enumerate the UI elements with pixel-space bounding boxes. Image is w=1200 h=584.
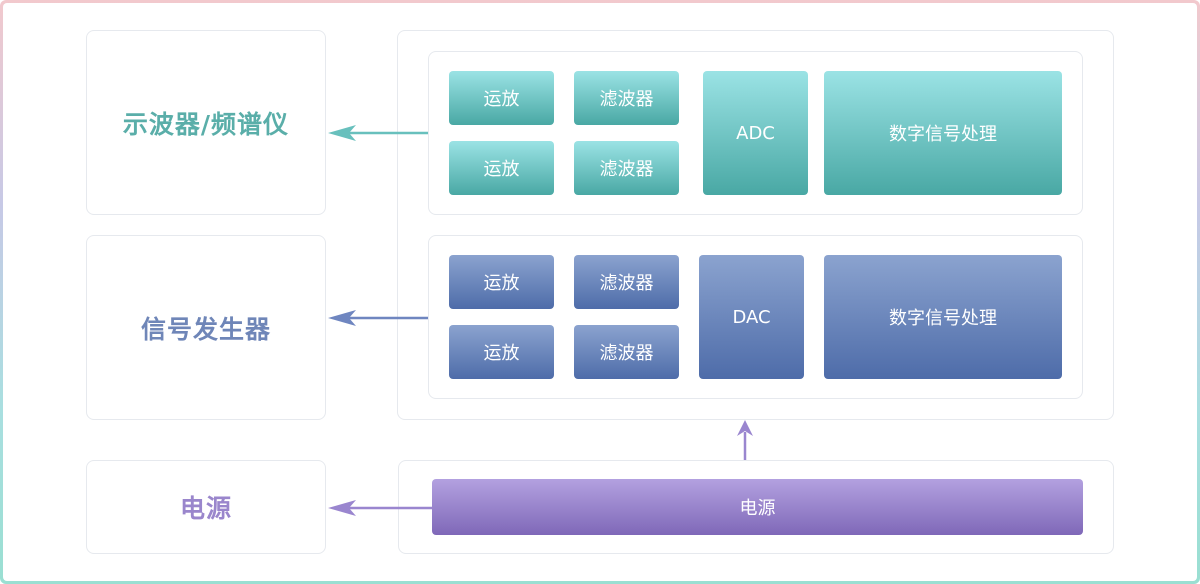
receive-amp-2: 运放 — [449, 141, 554, 195]
adc-block: ADC — [703, 71, 808, 195]
dac-block: DAC — [699, 255, 804, 379]
arrow-power-up — [737, 420, 753, 460]
transmit-amp-2: 运放 — [449, 325, 554, 379]
arrow-to-oscilloscope — [328, 125, 428, 141]
oscilloscope-box — [86, 30, 326, 215]
receive-filter-1: 滤波器 — [574, 71, 679, 125]
transmit-dsp-block: 数字信号处理 — [824, 255, 1062, 379]
signal-generator-label: 信号发生器 — [140, 314, 271, 344]
arrow-to-signal-generator — [328, 310, 428, 326]
receive-filter-2: 滤波器 — [574, 141, 679, 195]
power-bar: 电源 — [432, 479, 1083, 535]
power-label: 电源 — [179, 494, 232, 523]
transmit-amp-1: 运放 — [449, 255, 554, 309]
receive-amp-1: 运放 — [449, 71, 554, 125]
power-box — [86, 460, 326, 554]
transmit-filter-1: 滤波器 — [574, 255, 679, 309]
receive-dsp-block: 数字信号处理 — [824, 71, 1062, 195]
arrow-to-power — [328, 500, 432, 516]
signal-generator-box — [86, 235, 326, 420]
oscilloscope-label: 示波器/频谱仪 — [122, 109, 290, 139]
transmit-filter-2: 滤波器 — [574, 325, 679, 379]
